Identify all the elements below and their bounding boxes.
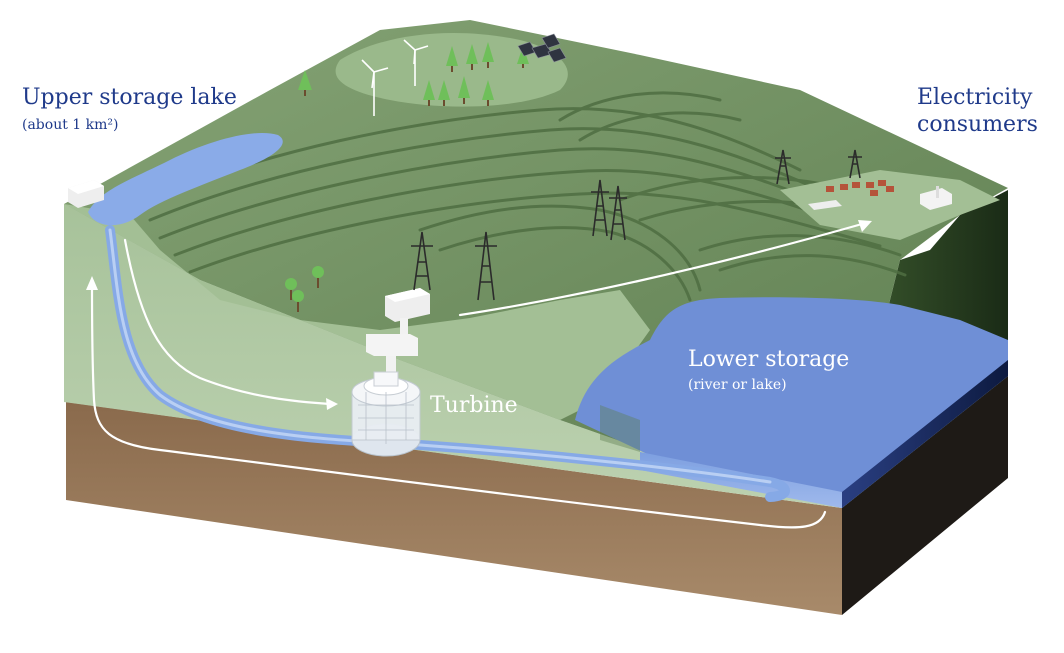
power-pylons — [411, 149, 862, 301]
tree — [292, 290, 304, 312]
tree — [446, 46, 458, 72]
terrace-edge-steps — [600, 405, 640, 452]
lower-storage-title: Lower storage — [688, 347, 850, 372]
pylon-2 — [475, 231, 497, 301]
upper-lake — [88, 132, 283, 226]
turbine-unit — [351, 371, 421, 457]
tree — [466, 44, 478, 70]
consumer-plateau — [780, 170, 1000, 240]
valley-floor — [64, 204, 650, 420]
power-arrow — [458, 222, 864, 317]
trees — [285, 42, 529, 312]
tree — [298, 70, 312, 96]
upper-lake-title: Upper storage lake — [22, 85, 237, 110]
powerhouse-building — [366, 288, 430, 372]
tree — [423, 80, 435, 106]
soil-side-face — [842, 376, 1008, 615]
pylon-6 — [848, 149, 862, 179]
up-return-arrow — [90, 283, 827, 529]
power-arrowhead — [858, 220, 872, 232]
flow-arrows — [90, 222, 864, 529]
pylon-4 — [609, 185, 627, 241]
pylon-1 — [411, 231, 433, 291]
soil-front-face — [66, 402, 842, 615]
tree — [482, 80, 494, 106]
solar-panels — [517, 33, 567, 63]
penstock-pipe-highlight — [108, 228, 772, 484]
wind-turbine-2 — [361, 59, 389, 116]
consumers-title-line1: Electricity — [917, 85, 1033, 110]
tree — [482, 42, 494, 68]
lower-storage-subtitle: (river or lake) — [688, 377, 787, 393]
tree — [517, 46, 529, 68]
consumers-title-line2: consumers — [917, 112, 1038, 137]
down-flow-arrow — [123, 238, 332, 406]
pylon-3 — [591, 179, 609, 237]
consumer-houses — [808, 180, 952, 210]
turbine-label: Turbine — [430, 393, 518, 418]
tree — [438, 80, 450, 106]
upper-intake-building — [68, 180, 104, 208]
upper-lake-subtitle: (about 1 km²) — [22, 117, 119, 133]
wind-turbines — [361, 39, 429, 116]
tree — [312, 266, 324, 288]
arrow-heads — [86, 220, 872, 410]
tree — [285, 278, 297, 300]
up-return-arrowhead — [86, 276, 98, 290]
pylon-5 — [775, 149, 791, 185]
wind-turbine-1 — [403, 39, 429, 86]
tree — [458, 76, 470, 104]
lower-lake-side — [842, 360, 1008, 508]
down-flow-arrowhead — [326, 398, 338, 410]
